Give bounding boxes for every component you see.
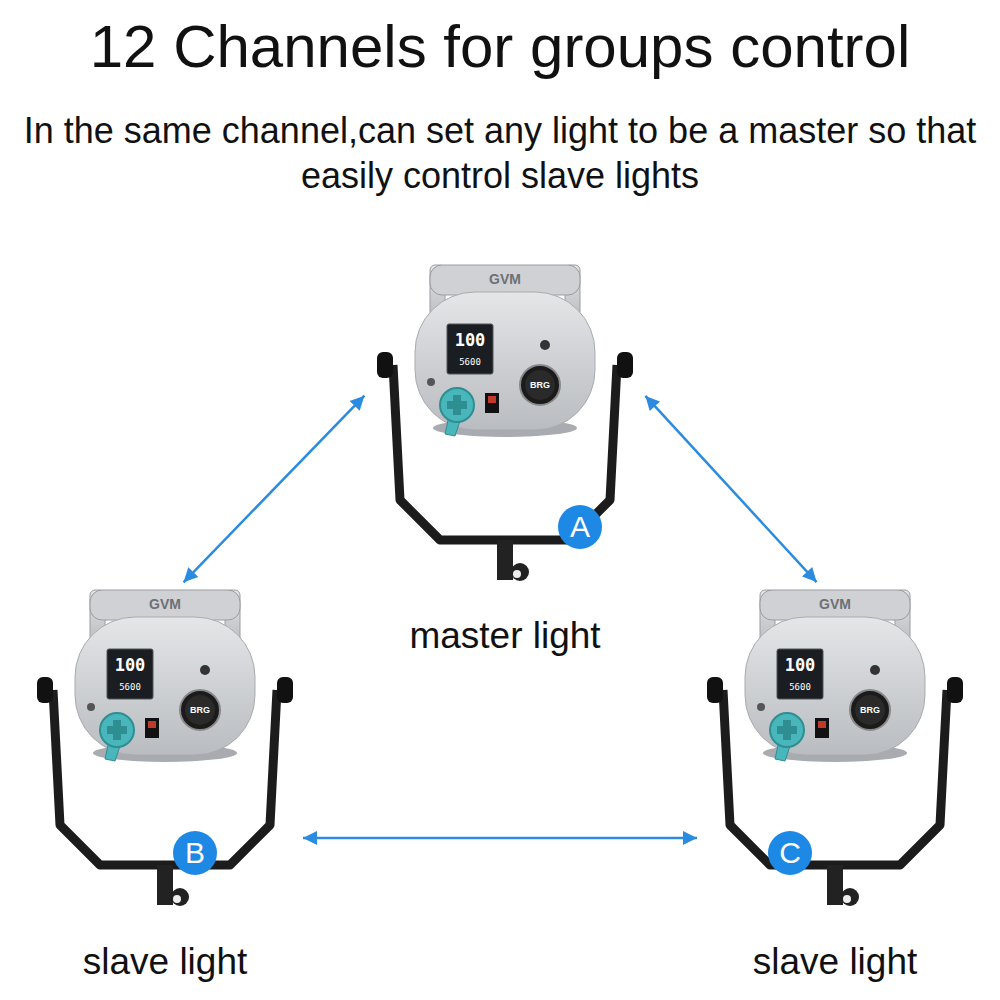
brand-mark: GVM — [819, 597, 851, 611]
light-fixture — [37, 590, 293, 906]
display-temperature: 5600 — [119, 683, 141, 692]
light-node: Bslave light — [35, 588, 295, 988]
sync-arrow — [184, 396, 365, 583]
brand-mark: GVM — [489, 272, 521, 286]
light-node: Cslave light — [705, 588, 965, 988]
badge-letter: C — [768, 831, 812, 875]
display-value: 100 — [455, 332, 486, 349]
display-value: 100 — [115, 657, 146, 674]
knob-label: BRG — [190, 706, 210, 715]
display-temperature: 5600 — [789, 683, 811, 692]
light-label: slave light — [705, 940, 965, 984]
sync-arrow — [645, 396, 816, 582]
title: 12 Channels for groups control — [0, 12, 1000, 82]
light-node: Amaster light — [370, 262, 640, 662]
light-label: slave light — [35, 940, 295, 984]
badge-letter: A — [558, 505, 602, 549]
light-fixture — [377, 265, 633, 581]
subtitle: In the same channel,can set any light to… — [5, 108, 995, 198]
knob-label: BRG — [530, 381, 550, 390]
badge-letter: B — [173, 831, 217, 875]
brand-mark: GVM — [149, 597, 181, 611]
knob-label: BRG — [860, 706, 880, 715]
display-value: 100 — [785, 657, 816, 674]
display-temperature: 5600 — [459, 358, 481, 367]
sync-arrow — [303, 837, 697, 840]
light-fixture — [707, 590, 963, 906]
light-label: master light — [370, 614, 640, 658]
